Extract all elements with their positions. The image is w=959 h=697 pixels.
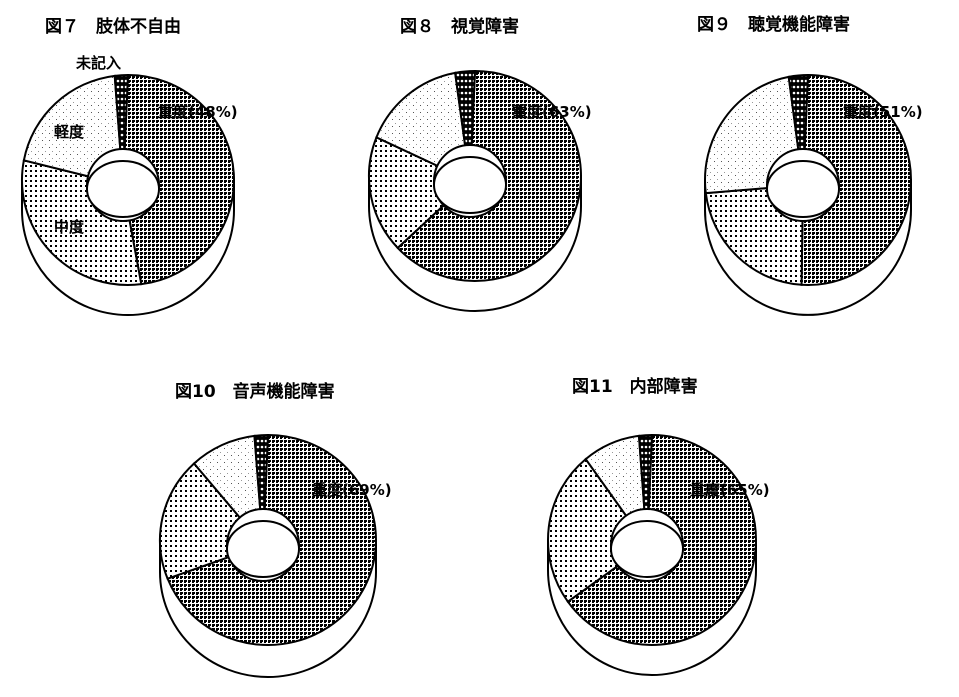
chart-fig10: 図10 音声機能障害 重度(69%) — [159, 381, 392, 678]
slice-none — [253, 433, 270, 546]
donut-hole-bottom — [766, 160, 840, 218]
label-severe: 重度(48%) — [158, 103, 238, 121]
label-severe: 重度(51%) — [843, 103, 923, 121]
slice-none — [113, 73, 130, 186]
chart-title: 図10 音声機能障害 — [175, 381, 335, 402]
donut-hole-bottom — [610, 520, 684, 578]
chart-fig7: 図７ 肢体不自由 未記入 重度(48%) 軽度 中度 — [21, 16, 238, 316]
slice-severe — [800, 73, 912, 286]
chart-title: 図８ 視覚障害 — [400, 16, 519, 37]
chart-fig8: 図８ 視覚障害 重度(63%) — [368, 16, 592, 312]
chart-title: 図７ 肢体不自由 — [45, 16, 181, 37]
donut-hole-bottom — [86, 160, 160, 218]
label-severe: 重度(65%) — [690, 481, 770, 499]
slice-moderate — [368, 135, 472, 250]
slice-severe — [121, 73, 235, 286]
chart-fig9: 図９ 聴覚機能障害 重度(51%) — [697, 14, 923, 316]
chart-title: 図９ 聴覚機能障害 — [697, 14, 850, 35]
label-moderate: 中度 — [54, 218, 85, 236]
label-mild: 軽度 — [54, 123, 85, 141]
donut-hole-bottom — [226, 520, 300, 578]
label-none: 未記入 — [75, 54, 121, 72]
chart-title: 図11 内部障害 — [572, 376, 698, 397]
donut-hole-bottom — [433, 156, 507, 214]
slice-moderate — [547, 457, 649, 604]
label-severe: 重度(69%) — [312, 481, 392, 499]
label-severe: 重度(63%) — [512, 103, 592, 121]
slice-none — [637, 433, 654, 546]
chart-fig11: 図11 内部障害 重度(65%) — [547, 376, 770, 676]
